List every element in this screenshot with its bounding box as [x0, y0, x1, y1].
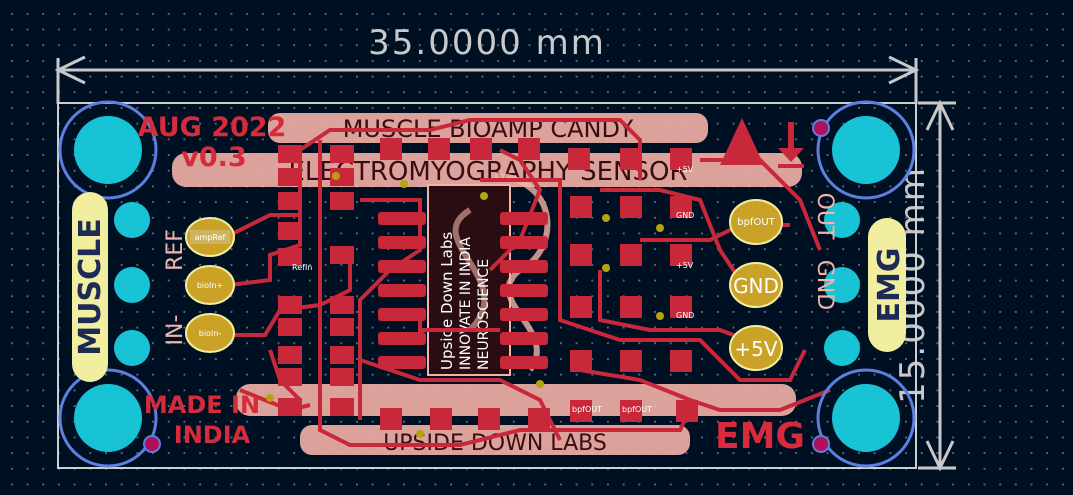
net-5v-1: +5V [676, 261, 694, 270]
india-label: INDIA [174, 421, 251, 449]
ic-text-1: Upside Down Labs [438, 232, 456, 370]
smd-components [278, 138, 698, 430]
emg-copper-label: EMG [715, 416, 805, 457]
emg-side-label: EMG [872, 248, 907, 323]
version-label: v0.3 [181, 142, 246, 173]
pad-ampref-label: ampRef [195, 233, 226, 242]
gnd-side-label: GND [812, 260, 837, 310]
net-gnd-2: GND [676, 311, 694, 320]
net-gnd-1: GND [676, 211, 694, 220]
center-ic-art: Upside Down Labs INNOVATE IN INDIA NEURO… [427, 172, 551, 376]
net-bpfout: bpfOUT [572, 405, 602, 414]
pad-gnd-label: GND [733, 274, 779, 298]
muscle-side-label: MUSCLE [73, 218, 108, 355]
out-label: OUT [812, 193, 837, 240]
vias [266, 172, 664, 438]
right-gold-pads: bpfOUT GND +5V [729, 199, 783, 371]
pad-bioin-minus-label: bioIn- [199, 329, 222, 338]
ref-label: REF [163, 229, 188, 271]
left-gold-pads: ampRef bioIn+ bioIn- [185, 217, 235, 353]
net-5v-2: +5V [676, 165, 694, 174]
muscle-label: MUSCLE [72, 192, 108, 382]
pad-bpfout-label: bpfOUT [737, 217, 775, 228]
pad-5v-label: +5V [734, 337, 777, 361]
silkscreen-blocks: MUSCLE BIOAMP CANDY ELECTROMYOGRAPHY SEN… [172, 113, 802, 456]
copper-traces [229, 118, 831, 447]
net-labels: GND +5V GND +5V bpfOUT bpfOUT RefIn [292, 165, 694, 414]
width-dimension: 35.0000 mm [54, 23, 920, 104]
in-minus-label: IN- [163, 315, 188, 346]
emg-side-label-group: EMG [868, 218, 907, 352]
emg-logo-icon [720, 118, 804, 168]
net-bpfout-2: bpfOUT [622, 405, 652, 414]
aug-2022-label: AUG 2022 [138, 112, 287, 143]
ic-text-2: INNOVATE IN INDIA [458, 237, 474, 370]
made-in-label: MADE IN [144, 391, 260, 419]
ic-text-3: NEUROSCIENCE [476, 259, 492, 370]
board-outline [57, 102, 917, 469]
pad-bioin-plus-label: bioIn+ [197, 281, 223, 290]
connector-pads [58, 100, 916, 468]
net-refin: RefIn [292, 263, 312, 272]
width-dimension-label: 35.0000 mm [368, 23, 606, 63]
